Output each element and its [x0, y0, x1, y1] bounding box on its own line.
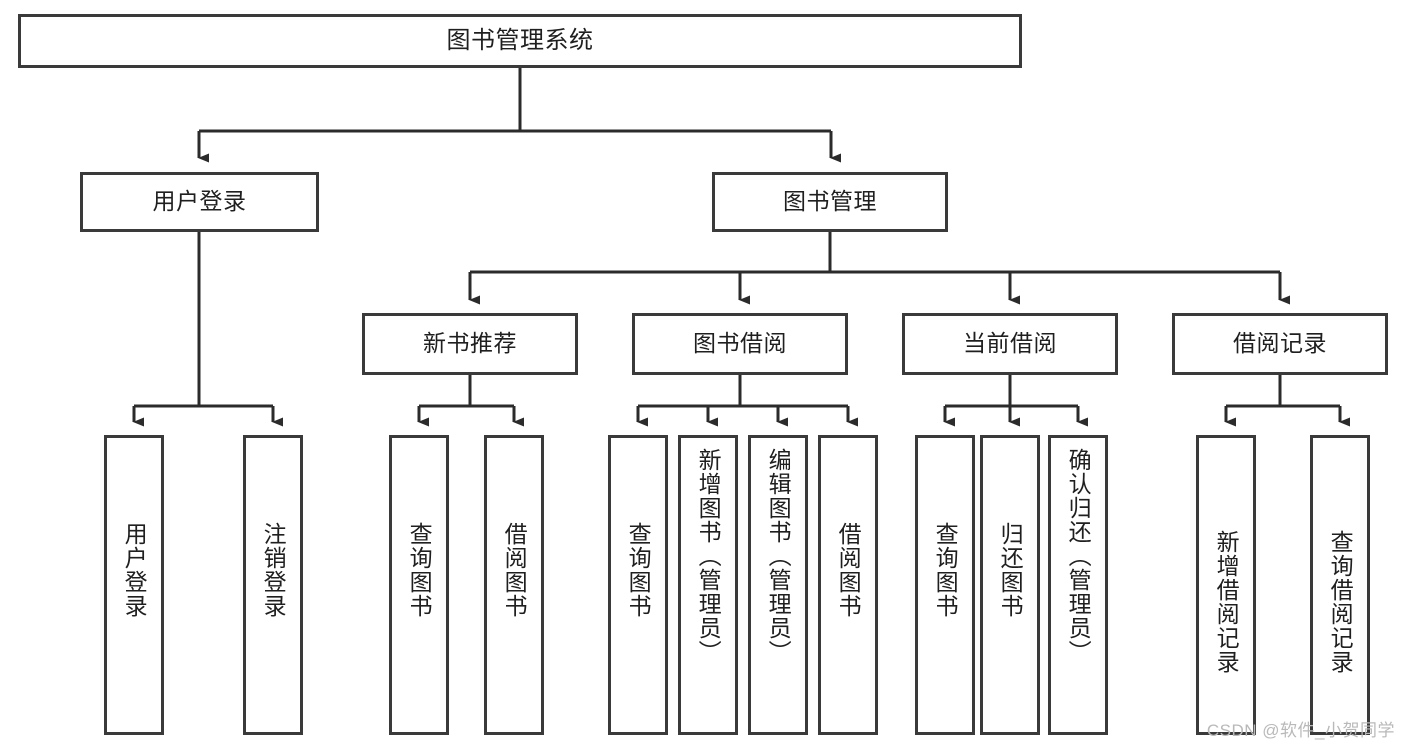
leaf-node[interactable]: 查询图书 — [389, 435, 449, 735]
leaf-node-label: 查询借阅记录 — [1327, 530, 1354, 674]
leaf-node[interactable]: 新增借阅记录 — [1196, 435, 1256, 735]
node-root[interactable]: 图书管理系统 — [18, 14, 1022, 68]
leaf-node[interactable]: 新增图书（管理员） — [678, 435, 738, 735]
node-book-borrow-label: 图书借阅 — [693, 330, 787, 357]
node-new-book-recommend-label: 新书推荐 — [423, 330, 517, 357]
node-current-borrow[interactable]: 当前借阅 — [902, 313, 1118, 375]
leaf-node-label: 新增借阅记录 — [1213, 530, 1240, 674]
leaf-node-label: 借阅图书 — [501, 522, 528, 618]
node-user-login[interactable]: 用户登录 — [80, 172, 319, 232]
csdn-watermark: CSDN @软件_小贺同学 — [1206, 721, 1395, 740]
leaf-node-label: 注销登录 — [260, 522, 287, 618]
node-book-management[interactable]: 图书管理 — [712, 172, 948, 232]
leaf-node[interactable]: 查询图书 — [915, 435, 975, 735]
leaf-node-label: 用户登录 — [121, 522, 148, 618]
leaf-node-label: 查询图书 — [932, 522, 959, 618]
leaf-node-label: 确认归还（管理员） — [1065, 448, 1092, 664]
leaf-node[interactable]: 查询图书 — [608, 435, 668, 735]
leaf-node-label: 编辑图书（管理员） — [765, 448, 792, 664]
node-borrow-record[interactable]: 借阅记录 — [1172, 313, 1388, 375]
leaf-node[interactable]: 确认归还（管理员） — [1048, 435, 1108, 735]
leaf-node-label: 查询图书 — [406, 522, 433, 618]
node-user-login-label: 用户登录 — [152, 188, 247, 215]
node-borrow-record-label: 借阅记录 — [1233, 330, 1327, 357]
leaf-node[interactable]: 注销登录 — [243, 435, 303, 735]
node-book-borrow[interactable]: 图书借阅 — [632, 313, 848, 375]
leaf-node-label: 借阅图书 — [835, 522, 862, 618]
node-book-management-label: 图书管理 — [783, 188, 877, 215]
leaf-node[interactable]: 借阅图书 — [818, 435, 878, 735]
leaf-node[interactable]: 用户登录 — [104, 435, 164, 735]
leaf-node[interactable]: 编辑图书（管理员） — [748, 435, 808, 735]
leaf-node-label: 查询图书 — [625, 522, 652, 618]
node-root-label: 图书管理系统 — [446, 26, 594, 54]
leaf-node[interactable]: 借阅图书 — [484, 435, 544, 735]
node-current-borrow-label: 当前借阅 — [963, 330, 1057, 357]
node-new-book-recommend[interactable]: 新书推荐 — [362, 313, 578, 375]
leaf-node-label: 新增图书（管理员） — [695, 448, 722, 664]
leaf-node-label: 归还图书 — [997, 522, 1024, 618]
leaf-node[interactable]: 查询借阅记录 — [1310, 435, 1370, 735]
leaf-node[interactable]: 归还图书 — [980, 435, 1040, 735]
